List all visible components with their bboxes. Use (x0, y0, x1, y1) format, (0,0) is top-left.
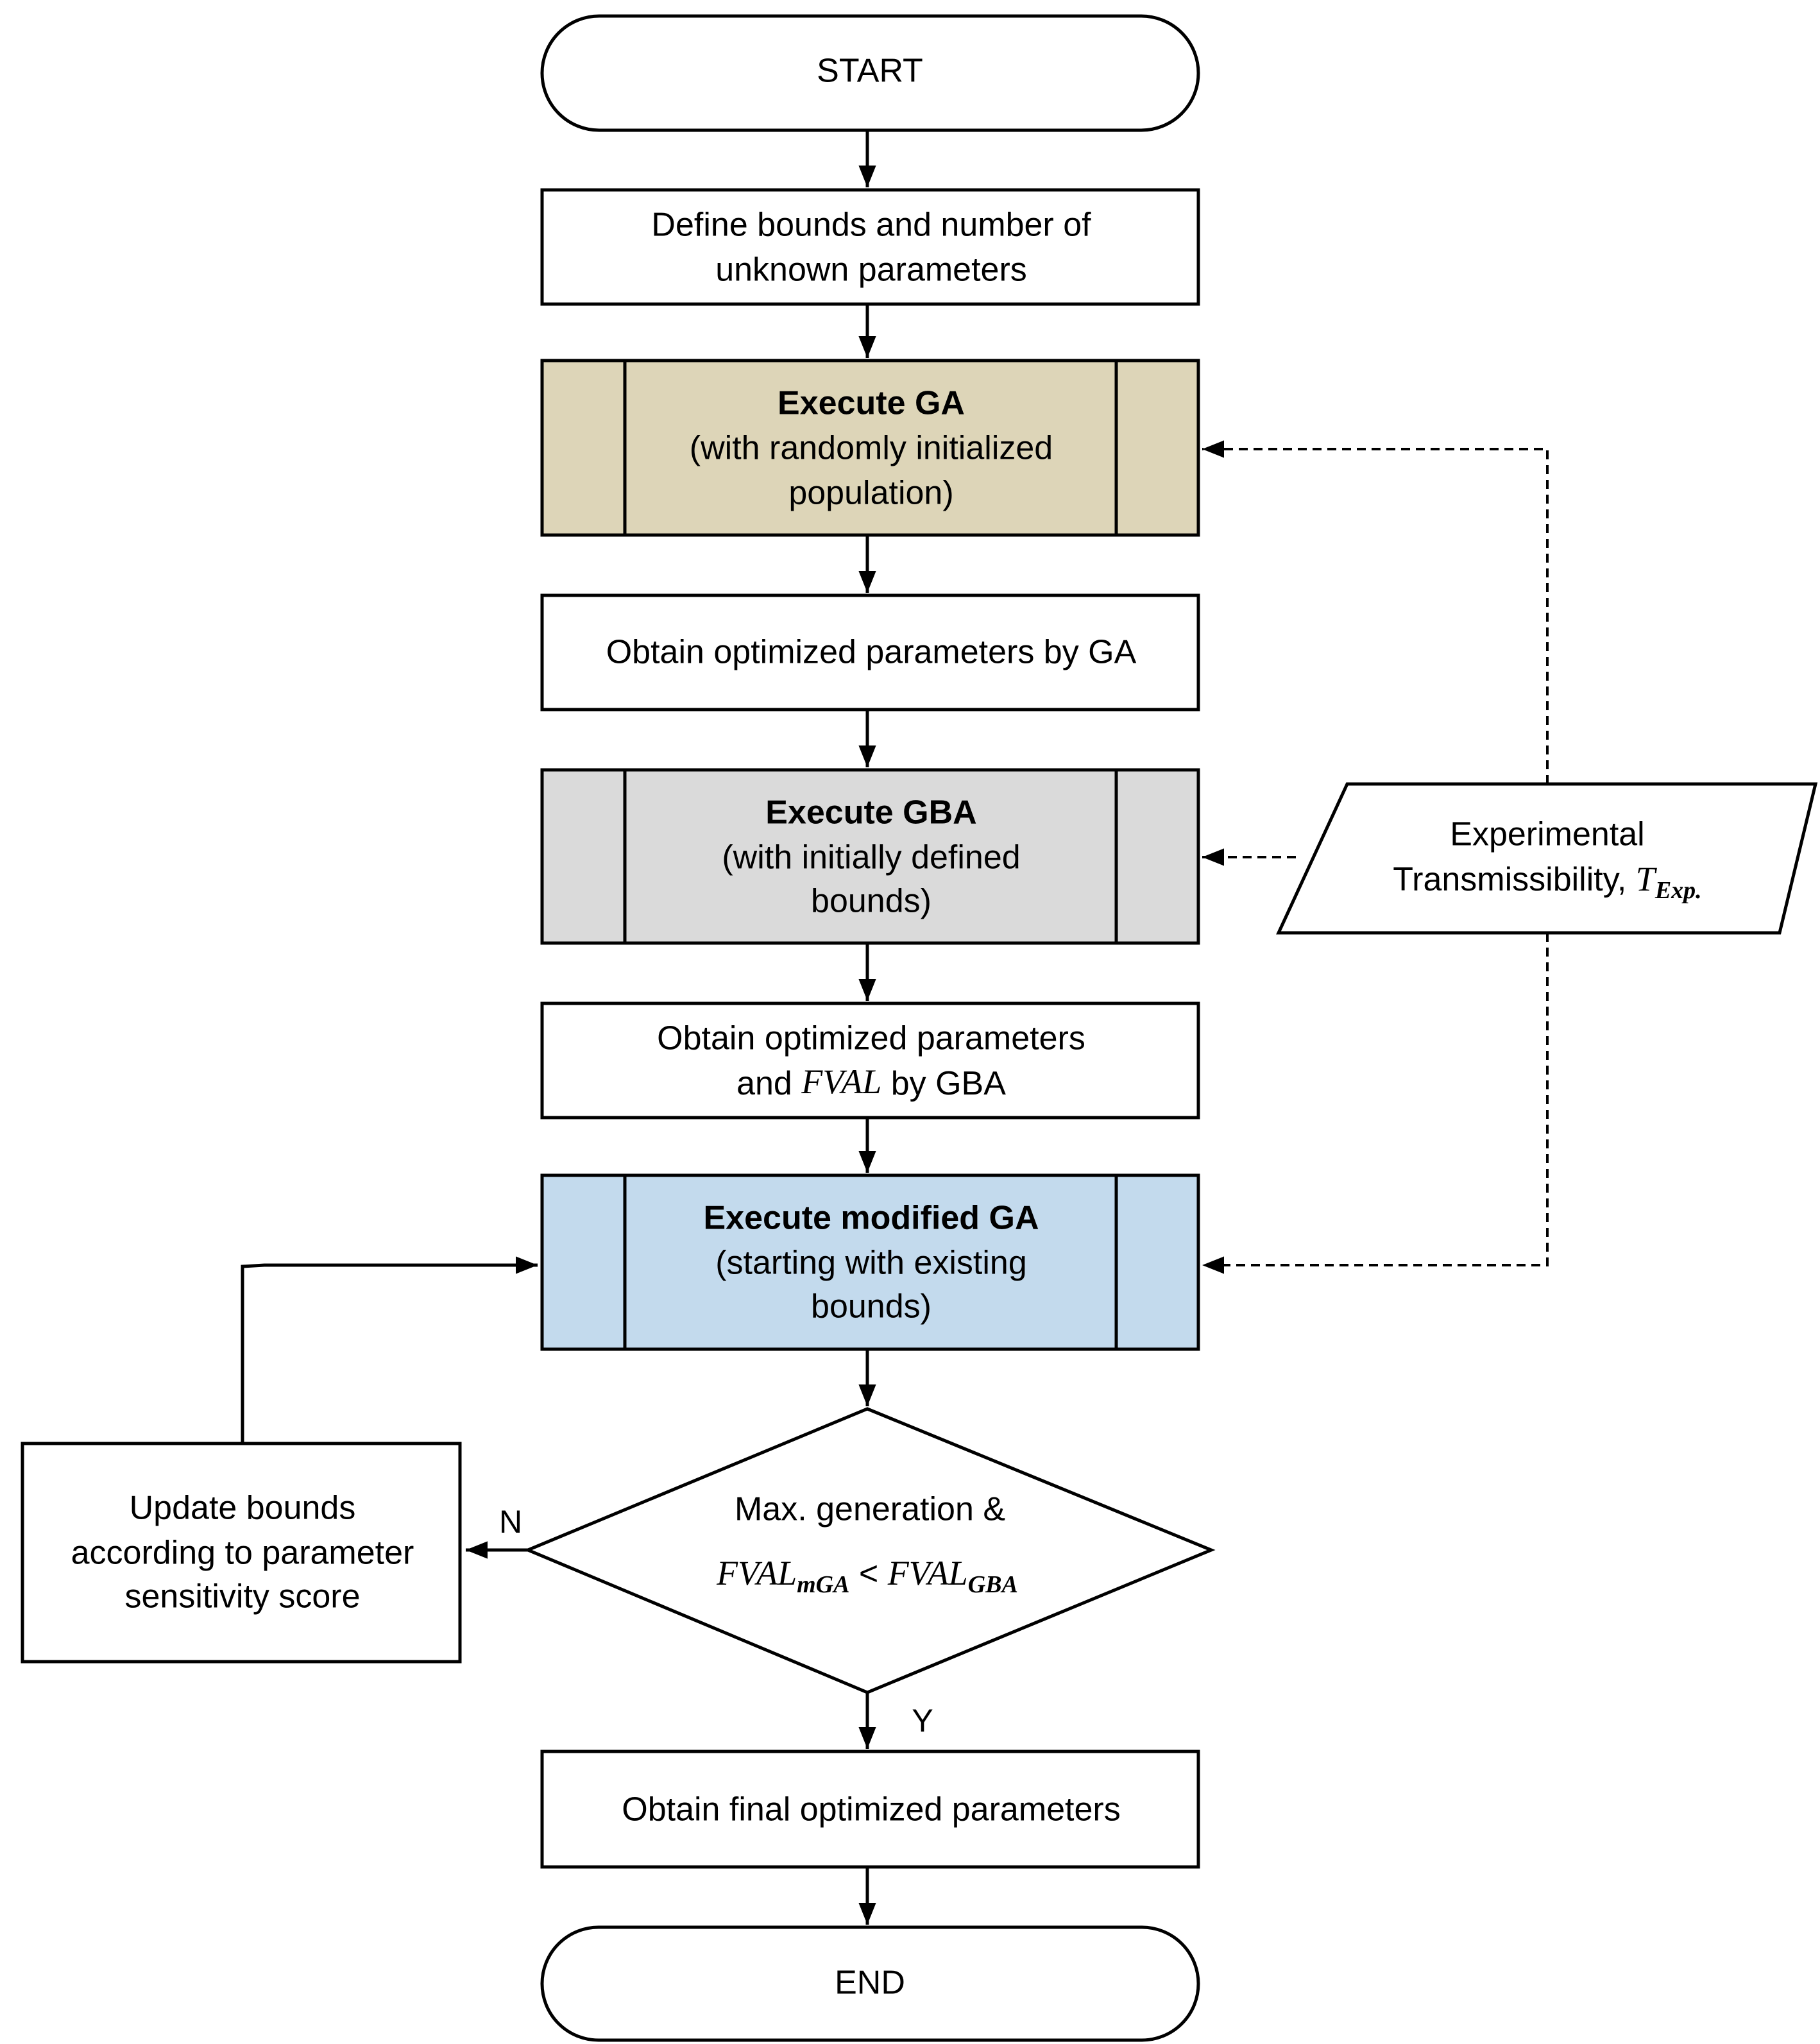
start-terminator: START (540, 14, 1200, 132)
define-bounds-process: Define bounds and number of unknown para… (540, 188, 1200, 306)
experimental-data-input: Experimental Transmissibility, TExp. (1276, 782, 1818, 935)
start-label: START (817, 53, 923, 90)
obtain-final-label: Obtain final optimized parameters (622, 1791, 1121, 1828)
execute-ga-predefined-process: Execute GA (with randomly initialized po… (540, 359, 1200, 537)
update-bounds-line-1: Update bounds (130, 1490, 356, 1527)
execute-gba-predefined-process: Execute GBA (with initially defined boun… (540, 768, 1200, 945)
execute-gba-box (540, 768, 1200, 945)
execute-modified-ga-predefined-process: Execute modified GA (starting with exist… (540, 1173, 1200, 1351)
decision-diamond: Max. generation & FVALmGA < FVALGBA (523, 1407, 1216, 1694)
update-bounds-line-2: according to parameter (71, 1535, 414, 1572)
execute-gba-title: Execute GBA (765, 794, 976, 831)
obtain-final-process: Obtain final optimized parameters (540, 1750, 1200, 1869)
update-bounds-line-3: sensitivity score (125, 1578, 361, 1615)
obtain-gba-process: Obtain optimized parameters and FVAL by … (540, 1001, 1200, 1120)
obtain-gba-line-2: and FVAL by GBA (736, 1062, 1006, 1102)
execute-gba-line-1: (with initially defined (722, 839, 1020, 876)
branch-label-no: N (499, 1504, 522, 1540)
experimental-line-1: Experimental (1450, 816, 1644, 853)
define-bounds-line-2: unknown parameters (715, 251, 1027, 289)
dashed-arrow-experimental-to-execute-ga (1202, 440, 1549, 784)
experimental-line-2: Transmissibility, TExp. (1393, 860, 1701, 904)
execute-mga-box (540, 1173, 1200, 1351)
decision-line-1: Max. generation & (735, 1491, 1005, 1528)
execute-ga-title: Execute GA (778, 385, 965, 422)
obtain-ga-label: Obtain optimized parameters by GA (606, 634, 1137, 671)
branch-label-yes: Y (912, 1703, 933, 1739)
end-terminator: END (540, 1925, 1200, 2042)
execute-mga-line-1: (starting with existing (715, 1245, 1027, 1282)
arrow-update-to-execute-mga (241, 1256, 538, 1442)
execute-mga-title: Execute modified GA (704, 1200, 1039, 1237)
execute-ga-box (540, 359, 1200, 537)
obtain-gba-line-1: Obtain optimized parameters (657, 1020, 1085, 1057)
execute-mga-line-2: bounds) (811, 1288, 931, 1325)
solid-connectors (241, 130, 876, 1925)
dashed-connectors (1202, 440, 1549, 1274)
update-bounds-process: Update bounds according to parameter sen… (21, 1442, 462, 1664)
execute-ga-line-2: population) (788, 475, 953, 512)
execute-ga-line-1: (with randomly initialized (690, 430, 1053, 467)
dashed-arrow-experimental-to-execute-mga (1202, 933, 1549, 1274)
execute-gba-line-2: bounds) (811, 883, 931, 920)
decision-condition: FVALmGA < FVALGBA (716, 1554, 1018, 1598)
define-bounds-line-1: Define bounds and number of (651, 207, 1091, 244)
end-label: END (835, 1964, 905, 2002)
obtain-ga-process: Obtain optimized parameters by GA (540, 593, 1200, 711)
